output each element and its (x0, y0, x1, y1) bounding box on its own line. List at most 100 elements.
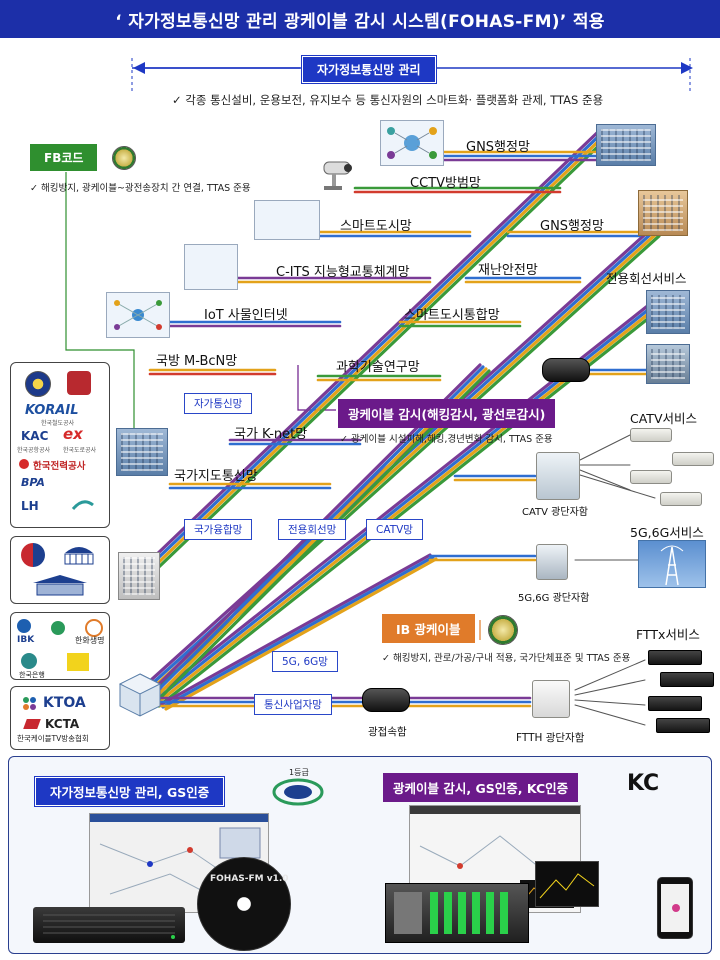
fb-seal-icon (112, 146, 136, 170)
server-image (33, 907, 185, 943)
catv-node-label: CATV 광단자함 (522, 507, 588, 518)
label-smart-city-int: 스마트도시통합망 (404, 308, 500, 323)
label-disaster: 재난안전망 (478, 263, 538, 278)
splice-label: 광접속함 (368, 726, 407, 738)
ibk-logo: IBK (17, 635, 35, 645)
bok-logo: 한국은행 (19, 671, 45, 679)
dedicated-building-2-image (646, 344, 690, 384)
label-research: 과학기술연구망 (336, 360, 420, 375)
label-geo: 국가지도통신망 (174, 469, 258, 484)
data-center-icon (116, 670, 164, 718)
fttx-device-4-icon (656, 718, 710, 733)
g5-node-label: 5G,6G 광단자함 (518, 593, 590, 604)
lh-logo: LH (21, 499, 39, 513)
service-catv: CATV서비스 (630, 411, 697, 426)
ex-sub: 한국도로공사 (63, 447, 97, 454)
kac-logo: KAC (21, 429, 49, 443)
bluehouse-icon (31, 573, 89, 597)
service-fttx: FTTx서비스 (636, 627, 700, 642)
service-drops (574, 434, 656, 726)
label-smart-city: 스마트도시망 (340, 219, 412, 234)
tag-carrier: 통신사업자망 (254, 694, 332, 715)
defense-emblem-icon (25, 371, 51, 397)
cits-image (184, 244, 238, 290)
label-knet: 국가 K-net망 (234, 427, 308, 442)
catv-device-3-icon (630, 470, 672, 484)
monitor-desc: ✓ 광케이블 시설피해,해킹,경년변화 감시, TTAS 준용 (340, 434, 553, 445)
kc-monitor-label: 광케이블 감시, GS인증, KC인증 (383, 773, 579, 802)
logo-box-finance: IBK 한화생명 한국은행 (10, 612, 110, 680)
cctv-camera-icon (318, 156, 356, 192)
g5-node-icon (536, 544, 568, 580)
kcta-sub: 한국케이블TV방송협회 (17, 734, 89, 743)
ktoa-logo: KTOA (43, 695, 86, 711)
tag-dedicated: 전용회선망 (278, 519, 347, 540)
hanwha-mark-icon (85, 619, 103, 637)
label-mbcn: 국방 M-BcN망 (156, 354, 238, 369)
assembly-icon (61, 543, 97, 567)
tag-national: 국가융합망 (184, 519, 253, 540)
kcta-mark-icon (23, 719, 41, 729)
fttx-device-1-icon (648, 650, 702, 665)
smartphone-image (657, 877, 693, 939)
korail-logo: KORAIL (25, 403, 79, 418)
kdb-mark-icon (51, 621, 65, 635)
bok-mark-icon (21, 653, 37, 669)
dedicated-building-image (646, 290, 690, 334)
otdr-screen-image (535, 861, 599, 907)
hanwha-logo: 한화생명 (75, 636, 105, 645)
kepco-logo: 한국전력공사 (33, 461, 86, 472)
gns-diagram-image (380, 120, 444, 166)
fb-desc: ✓ 해킹방지, 광케이블~광전송장치 간 연결, TTAS 준용 (30, 183, 251, 194)
ftth-node-icon (532, 680, 570, 718)
catv-node-icon (536, 452, 580, 500)
mgmt-desc: ✓ 각종 통신설비, 운용보전, 유지보수 등 통신자원의 스마트화· 플랫폼화… (172, 93, 604, 107)
kac-sub: 한국공항공사 (17, 447, 51, 454)
logo-box-association: KTOA KCTA 한국케이블TV방송협회 (10, 686, 110, 750)
kftc-mark-icon (67, 653, 89, 671)
cell-tower-image (638, 540, 706, 588)
label-cctv: CCTV방범망 (410, 176, 481, 191)
splice-closure-icon (542, 358, 590, 382)
catv-device-1-icon (630, 428, 672, 442)
product-panel: 자가정보통신망 관리, GS인증 1등급 광케이블 감시, GS인증, KC인증… (8, 756, 712, 954)
gs-grade-text: 1등급 (289, 768, 309, 777)
fttx-device-2-icon (660, 672, 714, 687)
monitor-label: 광케이블 감시(해킹감시, 광선로감시) (338, 399, 556, 428)
splice-closure-bottom-icon (362, 688, 410, 712)
catv-device-4-icon (660, 492, 702, 506)
tag-catv: CATV망 (366, 519, 423, 540)
catv-device-2-icon (672, 452, 714, 466)
apartment-image (118, 552, 160, 600)
branch-lines (148, 150, 657, 708)
logo-box-public: KORAIL 한국철도공사 KAC ex 한국공항공사 한국도로공사 한국전력공… (10, 362, 110, 528)
ibk-mark-icon (17, 619, 31, 633)
tag-self-network: 자가통신망 (184, 393, 253, 414)
korail-sub: 한국철도공사 (41, 420, 75, 427)
service-dedicated: 전용회선서비스 (606, 271, 687, 286)
gs-mgmt-label: 자가정보통신망 관리, GS인증 (35, 777, 225, 806)
smart-city-image (254, 200, 320, 240)
label-cits: C-ITS 지능형교통체계망 (276, 265, 410, 280)
fb-code-label: FB코드 (30, 144, 98, 171)
service-5g: 5G,6G서비스 (630, 525, 704, 540)
iot-diagram-image (106, 292, 170, 338)
ex-logo: ex (63, 425, 83, 443)
mgmt-label: 자가정보통신망 관리 (302, 56, 436, 83)
bpa-logo: BPA (21, 476, 45, 489)
rack-equipment-image (385, 883, 529, 943)
hq-building-image (116, 428, 168, 476)
label-gns-1: GNS행정망 (466, 140, 530, 155)
ib-cable-label: IB 광케이블 (382, 614, 475, 643)
gns-building-image (596, 124, 656, 166)
gs-cert-badge: 1등급 (271, 767, 325, 807)
tag-5g: 5G, 6G망 (272, 651, 338, 672)
gns-office-image (638, 190, 688, 236)
label-gns-2: GNS행정망 (540, 219, 604, 234)
kcta-logo: KCTA (45, 717, 80, 731)
disc-title: FOHAS-FM v1.0 (210, 874, 289, 884)
logo-box-government (10, 536, 110, 604)
kc-mark-icon: KC (627, 771, 660, 796)
page-title: ‘ 자가정보통신망 관리 광케이블 감시 시스템(FOHAS-FM)’ 적용 (0, 0, 720, 38)
government-emblem-icon (21, 543, 45, 567)
